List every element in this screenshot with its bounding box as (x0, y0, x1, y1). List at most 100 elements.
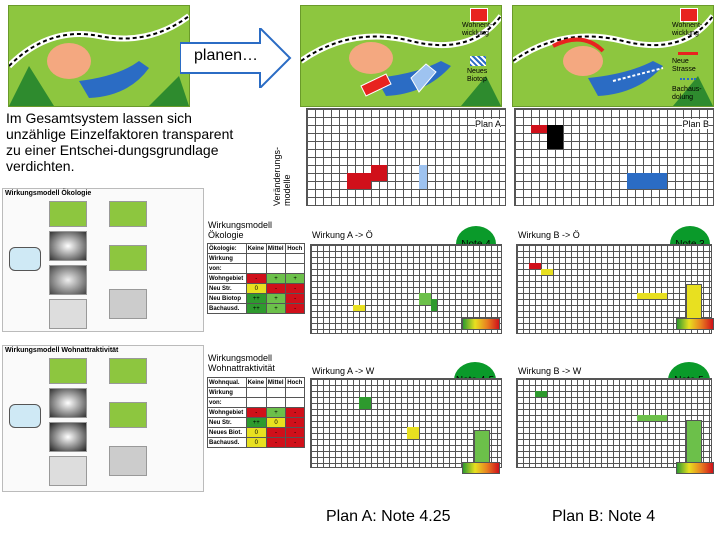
b-wohn-histogram (686, 420, 702, 464)
wohn-table-cell: - (285, 427, 305, 438)
oekologie-thumb-title: Wirkungsmodell Ökologie (5, 190, 92, 197)
wohn-table-cell: Wohngebiet (207, 407, 247, 418)
wohn-thumb-map-1 (49, 358, 87, 384)
oeko-table-cell (245, 263, 267, 274)
oeko-table-header-cell: Keine (245, 243, 267, 254)
wohn-table-row: Bachausd.0-- (207, 437, 305, 448)
wohn-table-header-cell: Hoch (285, 377, 305, 388)
oeko-table-row: Bachausd.+++- (207, 303, 305, 314)
oeko-table-cell: + (285, 273, 305, 284)
legend-biotop-icon (470, 56, 486, 66)
oeko-table-cell: + (265, 273, 287, 284)
oeko-table-cell (285, 253, 305, 264)
a-wohn-histogram (474, 430, 490, 464)
wohn-table-cell: von: (207, 397, 247, 408)
b-oeko-cell (541, 269, 553, 275)
wohn-table-row: Neu Str.++0- (207, 417, 305, 428)
wohn-table-cell: - (285, 407, 305, 418)
b-wohn-bar (676, 462, 714, 474)
oeko-thumb-grid-2 (109, 289, 147, 319)
wohn-thumb-bw-2 (49, 422, 87, 452)
legend-neue-strasse: Neue Strasse (672, 58, 696, 73)
b-wohn-cell (637, 415, 667, 421)
wohn-table-row: Wirkung (207, 387, 305, 398)
plan-b-grid: Plan B (514, 108, 714, 206)
wohn-table-cell (285, 387, 305, 398)
oeko-thumb-bw-2 (49, 265, 87, 295)
wohn-table-cell (245, 397, 267, 408)
oekologie-model-title: Wirkungsmodell Ökologie (208, 220, 273, 240)
wohn-table-cell: 0 (265, 417, 287, 428)
a-oeko-label: Wirkung A -> Ö (312, 230, 373, 240)
wohn-table-cell: Neu Str. (207, 417, 247, 428)
oeko-table-row: Wohngebiet-++ (207, 273, 305, 284)
legend-house-icon-2 (680, 8, 698, 22)
wohn-table-cell: - (285, 437, 305, 448)
a-wohn-cell (359, 397, 371, 409)
oeko-thumb-map-1 (49, 201, 87, 227)
plan-b-black-cells (547, 125, 563, 149)
wohn-table-cell (265, 387, 287, 398)
wohn-thumb-title: Wirkungsmodell Wohnattraktivität (5, 347, 119, 354)
oeko-table-cell: Neu Biotop (207, 293, 247, 304)
oeko-table-header-cell: Hoch (285, 243, 305, 254)
oeko-table-cell (265, 253, 287, 264)
plan-a-map-drawing (301, 14, 501, 106)
wohn-table-cell: Neues Biot. (207, 427, 247, 438)
oeko-table-header-cell: Mittel (265, 243, 287, 254)
wohn-table-row: von: (207, 397, 305, 408)
wohn-thumb-grid-1 (49, 456, 87, 486)
wohn-table-cell (265, 397, 287, 408)
legend-neues-biotop: Neues Biotop (467, 68, 488, 83)
oeko-table-cell (285, 263, 305, 274)
wohn-thumb-grid-2 (109, 446, 147, 476)
a-wohn-label: Wirkung A -> W (312, 366, 375, 376)
wohn-table-header-cell: Wohnqual. (207, 377, 247, 388)
a-oeko-cell (431, 299, 437, 311)
oeko-table-cell: Wirkung (207, 253, 247, 264)
base-map (8, 5, 190, 107)
b-wohn-cell (535, 391, 547, 397)
wohn-table-cell: Wirkung (207, 387, 247, 398)
oeko-database-icon (9, 247, 41, 271)
wohn-table-cell: Bachausd. (207, 437, 247, 448)
plan-b-blue-cells (627, 173, 667, 189)
a-wohn-bar (462, 462, 500, 474)
oeko-table-cell: ++ (245, 303, 267, 314)
wohn-thumb-bw-1 (49, 388, 87, 418)
b-wohn-grid (516, 378, 712, 468)
a-oeko-grid (310, 244, 502, 334)
oeko-thumb-map-3 (109, 245, 147, 271)
wohn-table-cell: - (265, 437, 287, 448)
planen-label: planen… (194, 47, 259, 64)
wohn-table-cell (245, 387, 267, 398)
wohn-table-row: Wohngebiet-+- (207, 407, 305, 418)
oeko-thumb-map-2 (109, 201, 147, 227)
intro-text: Im Gesamtsystem lassen sich unzählige Ei… (6, 110, 234, 174)
oeko-table-header-cell: Ökologie: (207, 243, 247, 254)
wohn-table-cell: - (265, 427, 287, 438)
plan-b-red-cells (531, 125, 547, 133)
legend-wohnentwicklung-2: Wohnent- wicklung (672, 22, 703, 37)
wohn-table-cell: - (285, 417, 305, 428)
oeko-table-cell: von: (207, 263, 247, 274)
wohn-table-header-cell: Mittel (265, 377, 287, 388)
oeko-table-row: Neu Biotop+++- (207, 293, 305, 304)
plan-b-label: Plan B (682, 119, 709, 129)
b-wohn-label: Wirkung B -> W (518, 366, 582, 376)
oeko-table-row: Wirkung (207, 253, 305, 264)
wohn-database-icon (9, 404, 41, 428)
wohn-thumb-map-2 (109, 358, 147, 384)
legend-house-icon-1 (470, 8, 488, 22)
a-oeko-cell (419, 293, 431, 305)
plan-b-summary: Plan B: Note 4 (552, 508, 656, 525)
veraenderungsmodelle-label: Veränderungs- modelle (272, 146, 292, 206)
oekologie-model-thumbnail: Wirkungsmodell Ökologie (2, 188, 204, 332)
oeko-table-cell: Neu Str. (207, 283, 247, 294)
oeko-table-cell: 0 (245, 283, 267, 294)
plan-a-grid: Plan A (306, 108, 506, 206)
b-oeko-cell (637, 293, 667, 299)
wohn-model-title: Wirkungsmodell Wohnattraktivität (208, 353, 275, 373)
